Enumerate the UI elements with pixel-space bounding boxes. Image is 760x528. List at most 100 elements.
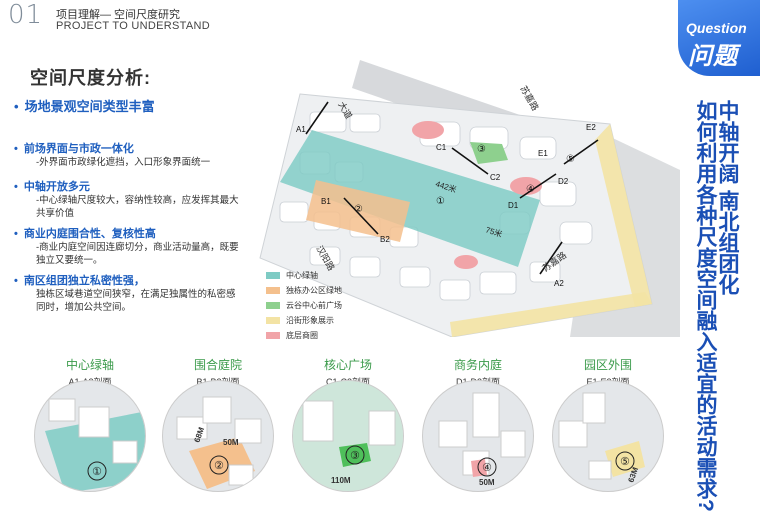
central-axis [280,130,540,267]
section-title: 围合庭院 [193,358,242,372]
bullet-head: 商业内庭围合性、复核性高 [23,228,156,240]
point-label: D1 [508,201,519,210]
section-point-labels: A1 A2 B1 B2 C1 C2 D1 D2 E1 E2 [296,123,596,288]
header-title-cn: 项目理解— 空间尺度研究 [56,9,181,21]
section-title: 园区外围 [583,358,632,372]
area-mark: ① [436,196,445,207]
legend-swatch [266,317,280,324]
building [472,392,500,438]
building [176,416,208,440]
building [202,396,232,424]
dim-label: 110M [331,476,351,485]
bullet-dot-icon: • [14,181,18,193]
question-line-2: 如何利用各种尺度空间融入适宜的活动需求? [694,100,717,512]
mark-circle [345,445,365,465]
section-title: 中心绿轴 [65,358,114,372]
dimension-75: 75米 [484,224,503,239]
legend-label: 云谷中心前广场 [286,301,342,310]
mark-circle [87,461,107,481]
point-label: C2 [490,173,501,182]
point-label: E2 [586,123,596,132]
section-thumbnail: ⑤ 63M [552,380,664,492]
mark-circle [209,455,229,475]
point-label: A2 [554,279,564,288]
bullet-dot-icon: • [14,143,18,155]
building [368,410,396,446]
point-label: B2 [380,235,390,244]
section-graphic: ⑤ 63M [558,392,645,484]
question-line-1: 中轴开阔 南北组团化 [716,100,739,295]
section-lines [305,101,599,275]
legend-swatch [266,287,280,294]
legend-item: 中心绿轴 [266,268,342,283]
shop-area [454,255,478,269]
bullet-item: •前场界面与市政一体化 -外界面市政绿化遮挡，入口形象界面统一 [14,142,244,169]
bullet-text: -商业内庭空间因连廊切分，商业活动量高，既要独立又要统一。 [36,242,239,266]
dim-label: 50M [479,478,495,487]
section-title: 商务内庭 [453,358,502,372]
legend-label: 沿街形象展示 [286,316,334,325]
bullet-dot-icon: • [14,99,19,114]
badge-en: Question [686,20,747,36]
building [500,430,526,458]
frontage-band [595,124,652,307]
point-label: C1 [436,143,447,152]
page-number: 01 [8,0,44,30]
building [558,420,588,448]
area-mark: ② [354,204,363,215]
shop-area [510,177,542,195]
area-mark: ④ [526,184,535,195]
axis-fill [45,411,145,491]
bullet-head: 南区组团独立私密性强， [23,275,145,287]
bullet-item: •场地景观空间类型丰富 [14,100,244,114]
map-legend: 中心绿轴 独栋办公区绿地 云谷中心前广场 沿街形象展示 底层商圈 [266,268,342,343]
building [78,406,110,438]
legend-swatch [266,302,280,309]
section-mark: ③ [350,450,360,462]
bullet-item: • 商业内庭围合性、复核性高 -商业内庭空间因连廊切分，商业活动量高，既要独立又要… [14,227,244,267]
point-label: E1 [538,149,548,158]
section-thumbnail: ① [34,380,146,492]
header-title-en: PROJECT TO UNDERSTAND [56,20,211,32]
mark-circle [477,457,497,477]
area-marks: ① ② ③ ④ ⑤ [354,144,575,215]
road-label: 苏嘉路 [518,84,541,113]
building [438,420,468,448]
shop-fill [471,459,487,477]
shop-area [412,121,444,139]
bullet-item: •南区组团独立私密性强， 独栋区域巷道空间狭窄，在满足独属性的私密感同时，增加公… [14,274,244,314]
legend-label: 中心绿轴 [286,271,318,280]
bullet-text: 独栋区域巷道空间狭窄，在满足独属性的私密感同时，增加公共空间。 [36,289,236,313]
badge-cn: 问题 [688,43,738,70]
legend-swatch [266,332,280,339]
section-graphic: ③ 110M [293,381,403,491]
legend-item: 独栋办公区绿地 [266,283,342,298]
section-thumbnail: ③ 110M [292,380,404,492]
building [582,392,606,424]
legend-item: 沿街形象展示 [266,313,342,328]
section-mark: ⑤ [620,456,630,468]
point-label: A1 [296,125,306,134]
legend-swatch [266,272,280,279]
point-label: D2 [558,177,569,186]
office-green [306,180,410,242]
legend-item: 云谷中心前广场 [266,298,342,313]
legend-label: 独栋办公区绿地 [286,286,342,295]
site-plan-map: A1 A2 B1 B2 C1 C2 D1 D2 E1 E2 ① ② ③ ④ ⑤ … [259,60,680,337]
section-mark: ② [214,460,224,472]
section-thumbnail: 68M 50M ② [162,380,274,492]
legend-item: 底层商圈 [266,328,342,343]
building [234,418,262,444]
section-title: 空间尺度分析: [30,68,151,88]
bullet-text: -中心绿轴尺度较大，容纳性较高，应发挥其最大共享价值 [36,195,239,219]
bullet-item: •中轴开放多元 -中心绿轴尺度较大，容纳性较高，应发挥其最大共享价值 [14,180,244,220]
building [588,460,612,480]
bullet-dot-icon: • [14,228,18,240]
building [302,400,334,442]
question-badge: Question 问题 [678,0,760,76]
building [48,398,76,422]
area-mark: ⑤ [566,154,575,165]
section-graphic: 68M 50M ② [176,396,262,489]
frontage-fill [605,441,645,477]
section-graphic: ① [45,398,145,491]
